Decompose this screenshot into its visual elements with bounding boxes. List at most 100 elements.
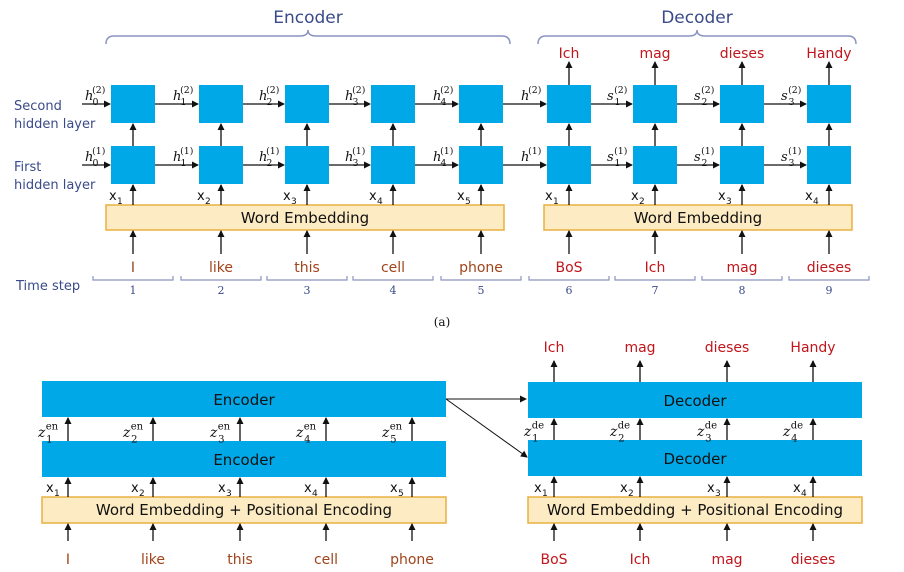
b-dec-x-label-2-sub: 2: [628, 489, 634, 499]
rnn-cell-layer1-2: [199, 146, 243, 184]
b-enc-input-token-1: I: [66, 552, 70, 568]
enc-state-l1-1-sup: (1): [92, 146, 105, 157]
enc-x-label-3-sub: 3: [291, 197, 297, 207]
time-step-bracket-3: [266, 276, 348, 281]
diagram-a-rnn-grid: h(2)0h(1)0h(2)1h(1)1h(2)2h(1)2h(2)3h(1)3…: [82, 46, 870, 297]
enc-x-label-3-base: x: [283, 189, 291, 204]
enc-state-l2-4-base: h: [345, 89, 353, 104]
b-enc-x-label-4-sub: 4: [312, 489, 318, 499]
time-step-bracket-7: [614, 276, 696, 281]
encoder-positional-embedding-bar: [41, 496, 447, 524]
b-enc-z-label-4-sup: en: [304, 421, 317, 432]
enc-state-l1-3-sub: 2: [267, 158, 273, 169]
dec-state-l1-2-sup: (1): [614, 146, 627, 157]
rnn-cell-layer2-8: [720, 85, 764, 123]
rnn-cell-layer2-9: [807, 85, 851, 123]
b-dec-x-label-3-sub: 3: [715, 489, 721, 499]
rnn-cell-layer1-9: [807, 146, 851, 184]
dec-state-l1-2-sub: 1: [615, 158, 621, 169]
decoder-bottom-label: Decoder: [663, 450, 727, 468]
b-enc-x-label-1-sub: 1: [54, 489, 60, 499]
decoder-positional-embedding-label: Word Embedding + Positional Encoding: [547, 501, 843, 519]
rnn-cell-layer2-2: [199, 85, 243, 123]
time-step-number-7: 7: [652, 284, 659, 297]
enc-state-l1-5: h(1)4: [433, 146, 453, 169]
b-enc-z-label-3-sub: 3: [218, 434, 224, 445]
b-enc-input-token-4: cell: [314, 552, 338, 568]
rnn-cell-layer1-1: [111, 146, 155, 184]
b-dec-input-token-3: mag: [711, 552, 742, 568]
b-dec-output-token-1: Ich: [544, 340, 565, 356]
enc-state-l2-5-sub: 4: [441, 97, 447, 108]
rnn-cell-layer2-1: [111, 85, 155, 123]
dec-state-l2-3-base: s: [694, 89, 701, 104]
b-dec-x-label-2-base: x: [620, 481, 628, 496]
rnn-cell-layer2-6: [547, 85, 591, 123]
dec-state-l1-1-base: h: [521, 150, 529, 165]
dec-output-token-1: Ich: [559, 46, 580, 62]
dec-x-label-3-sub: 3: [726, 197, 732, 207]
enc-input-token-5: phone: [459, 260, 503, 276]
dec-state-l1-4-sub: 3: [789, 158, 795, 169]
b-dec-x-label-1-sub: 1: [542, 489, 548, 499]
enc-x-label-1-sub: 1: [117, 197, 123, 207]
dec-x-label-4-base: x: [805, 189, 813, 204]
b-dec-z-label-1-base: z: [523, 424, 532, 440]
rnn-cell-layer1-4: [371, 146, 415, 184]
time-step-number-9: 9: [826, 284, 833, 297]
dec-state-l2-3: s(2)2: [694, 85, 714, 108]
rnn-cell-layer2-3: [285, 85, 329, 123]
dec-state-l1-2: s(1)1: [607, 146, 627, 169]
b-dec-x-label-1-base: x: [534, 481, 542, 496]
b-enc-x-label-2-sub: 2: [139, 489, 145, 499]
b-dec-z-label-4-sup: de: [791, 420, 803, 431]
b-enc-z-label-1-sub: 1: [46, 434, 52, 445]
enc-state-l2-5: h(2)4: [433, 85, 453, 108]
dec-state-l1-4-base: s: [781, 150, 788, 165]
encoder-bottom-label: Encoder: [213, 451, 275, 469]
enc-state-l2-1: h(2)0: [85, 85, 105, 108]
dec-state-l2-1-sup: (2): [528, 85, 541, 96]
enc-state-l2-2-base: h: [173, 89, 181, 104]
dec-x-label-1-base: x: [545, 189, 553, 204]
decoder-title: Decoder: [661, 8, 733, 28]
encoder-top-label: Encoder: [213, 391, 275, 409]
dec-state-l2-2-base: s: [607, 89, 614, 104]
decoder-positional-embedding-bar: [527, 496, 863, 524]
enc-x-label-4-sub: 4: [377, 197, 383, 207]
time-step-bracket-1: [92, 276, 174, 281]
time-step-bracket-6: [528, 276, 610, 281]
time-step-number-6: 6: [566, 284, 573, 297]
b-enc-z-label-2-sup: en: [131, 421, 144, 432]
enc-state-l2-3-sub: 2: [267, 97, 273, 108]
b-dec-z-label-4-base: z: [782, 424, 791, 440]
dec-input-token-4: dieses: [807, 260, 852, 276]
dec-x-label-1-sub: 1: [553, 197, 559, 207]
dec-state-l2-1: h(2): [521, 85, 541, 104]
enc-state-l1-4-sub: 3: [353, 158, 359, 169]
enc-state-l2-2-sub: 1: [181, 97, 187, 108]
diagram-a: Encoder Decoder Second hidden layer Firs…: [14, 8, 870, 329]
b-enc-z-label-5-base: z: [381, 425, 390, 441]
b-dec-z-label-2-sup: de: [618, 420, 630, 431]
b-enc-z-label-5-sup: en: [390, 421, 403, 432]
b-dec-x-label-3-base: x: [707, 481, 715, 496]
dec-x-label-2-base: x: [631, 189, 639, 204]
b-dec-output-token-2: mag: [624, 340, 655, 356]
rnn-cell-layer1-6: [547, 146, 591, 184]
dec-input-token-3: mag: [726, 260, 757, 276]
encoder-word-embedding-label: Word Embedding: [241, 209, 369, 227]
